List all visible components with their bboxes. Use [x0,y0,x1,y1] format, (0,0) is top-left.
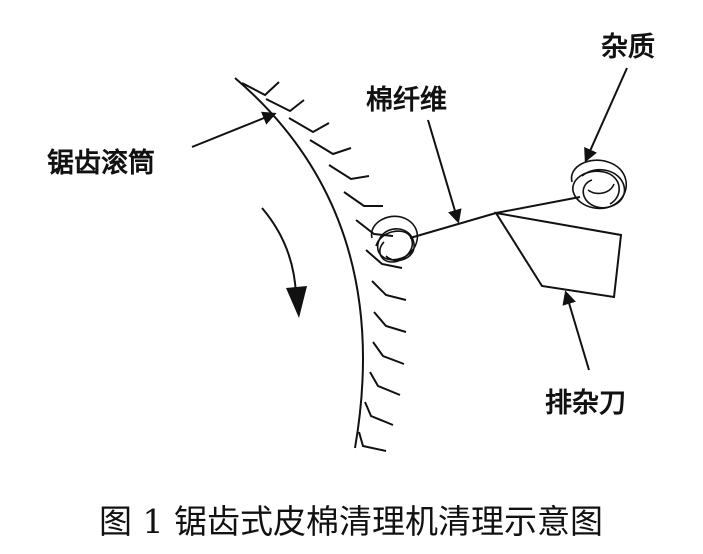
saw-tooth [288,117,330,134]
saw-drum-arc [234,77,364,449]
cotton-fiber-tangle [370,215,419,263]
label-impurity: 杂质 [601,32,655,63]
label-drum: 锯齿滚筒 [47,147,155,179]
trash-blade [493,211,623,299]
saw-tooth [369,371,401,396]
saw-tooth [364,401,394,426]
saw-tooth [343,191,383,207]
impurity-tangle [570,159,628,210]
fiber-pointer-arrow [427,119,462,224]
saw-tooth [265,98,305,113]
saw-tooth [328,164,370,181]
saw-tooth [372,341,405,365]
saw-tooth [373,311,407,333]
rotation-arrow-head-icon [286,286,307,318]
saw-tooth [365,249,403,269]
drum-pointer-arrow [191,111,277,148]
saw-tooth [309,139,352,156]
saw-tooth [355,219,394,237]
figure-caption: 图 1 锯齿式皮棉清理机清理示意图 [99,502,603,541]
blade-pointer-arrow [562,290,590,371]
rotation-arrow [261,207,297,297]
label-blade: 排杂刀 [545,388,626,419]
saw-teeth [241,81,407,452]
fiber-strand [409,196,581,239]
saw-tooth [241,81,280,97]
impurity-pointer-arrow [584,67,628,163]
label-fiber: 棉纤维 [366,85,447,116]
saw-tooth [358,431,387,452]
saw-tooth [371,280,407,301]
